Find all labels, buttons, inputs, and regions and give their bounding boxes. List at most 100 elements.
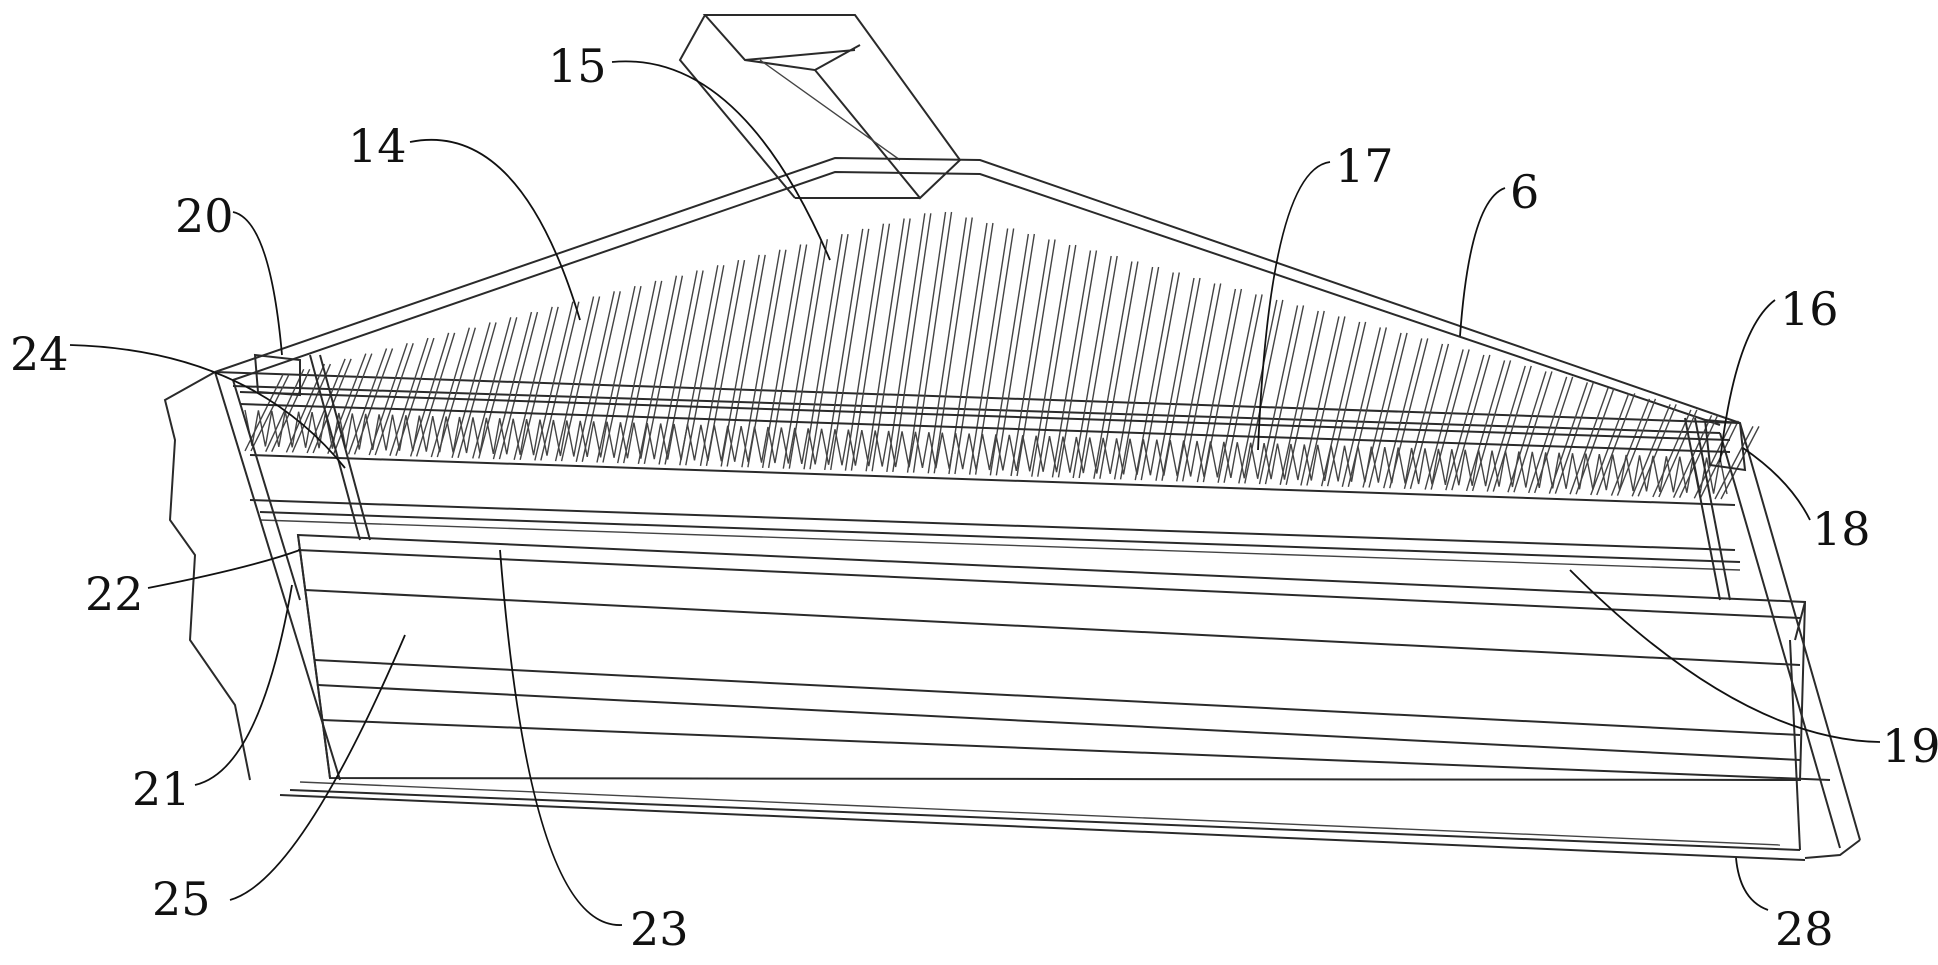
fin-edge xyxy=(1451,354,1491,491)
fin xyxy=(637,275,678,464)
fin-edge xyxy=(581,291,621,462)
fin xyxy=(927,217,967,474)
fin-edge xyxy=(1037,244,1077,477)
leader-14 xyxy=(409,138,581,321)
fin xyxy=(616,280,657,464)
label-17: 17 xyxy=(1335,139,1394,193)
leader-18 xyxy=(1742,447,1811,521)
fin-edge xyxy=(1658,409,1698,498)
top-duct xyxy=(678,14,962,200)
fin xyxy=(554,296,595,462)
label-24: 24 xyxy=(10,327,69,381)
fin xyxy=(492,311,533,460)
fin-edge xyxy=(850,223,891,471)
fin-edge xyxy=(415,332,456,457)
label-19: 19 xyxy=(1882,719,1938,773)
fin xyxy=(347,348,388,455)
fin xyxy=(803,233,843,470)
cross-bars xyxy=(239,391,1741,571)
fin-edge xyxy=(995,233,1036,476)
fin-edge xyxy=(271,368,311,452)
fin-edge xyxy=(519,306,559,460)
fin-edge xyxy=(1182,283,1222,482)
fin-edge xyxy=(726,254,766,467)
label-14: 14 xyxy=(348,119,407,173)
fin xyxy=(1403,343,1444,490)
fin xyxy=(1445,354,1485,491)
fin xyxy=(782,239,823,469)
label-22: 22 xyxy=(85,567,144,621)
fin-edge xyxy=(1554,382,1595,494)
leader-21 xyxy=(194,584,293,786)
fin xyxy=(1196,288,1237,483)
fin-edge xyxy=(1720,426,1760,500)
fin xyxy=(865,218,905,472)
label-21: 21 xyxy=(132,762,191,816)
sawtooth-strip xyxy=(244,409,1728,495)
fin xyxy=(513,306,553,460)
fin xyxy=(1465,360,1506,492)
label-16: 16 xyxy=(1780,282,1839,336)
fin-edge xyxy=(457,322,497,458)
fin-edge xyxy=(374,343,414,456)
fin-edge xyxy=(954,222,994,475)
fin-edge xyxy=(767,244,808,469)
leader-17 xyxy=(1257,161,1331,451)
fin-edge xyxy=(560,296,601,462)
label-25: 25 xyxy=(152,872,211,926)
fin xyxy=(844,223,885,471)
fin-edge xyxy=(1596,393,1636,496)
fin xyxy=(1176,283,1216,482)
fin-edge xyxy=(685,265,725,466)
fin xyxy=(1693,420,1733,499)
leader-24 xyxy=(69,344,346,469)
fin xyxy=(534,301,574,461)
fin xyxy=(1590,393,1630,496)
leader-23 xyxy=(499,549,623,926)
fin-edge xyxy=(312,358,352,454)
fin-edge xyxy=(1202,288,1243,483)
fin-edge xyxy=(1223,294,1263,483)
fin xyxy=(1093,261,1133,479)
fin-edge xyxy=(540,301,580,461)
fin xyxy=(1113,266,1154,480)
label-20: 20 xyxy=(175,189,234,243)
fin-edge xyxy=(1492,365,1532,492)
leader-15 xyxy=(611,60,831,261)
fin-edge xyxy=(1430,349,1470,490)
fin-edge xyxy=(1306,316,1346,486)
fin-edge xyxy=(1616,398,1657,496)
fin-edge xyxy=(498,311,539,460)
triangular-hood-frame xyxy=(214,156,1741,434)
fin xyxy=(1238,299,1278,484)
fin-edge xyxy=(602,285,642,463)
leader-19 xyxy=(1569,569,1881,743)
fin xyxy=(1424,349,1464,490)
fin xyxy=(1507,371,1547,493)
fin xyxy=(1652,409,1692,498)
fin xyxy=(1279,310,1319,485)
fin xyxy=(1362,332,1402,488)
fin-edge xyxy=(1678,415,1719,498)
fin-edge xyxy=(1347,327,1388,487)
fin-edge xyxy=(871,218,911,472)
fin-edge xyxy=(643,275,684,464)
fin xyxy=(472,317,512,459)
fin xyxy=(824,228,864,471)
fin-edge xyxy=(333,353,373,454)
fin-edge xyxy=(974,228,1015,475)
fin-edge xyxy=(809,233,849,470)
reference-numerals: 15 14 20 24 17 6 16 18 22 21 25 23 19 28 xyxy=(10,39,1938,956)
leader-6 xyxy=(1459,187,1506,337)
fin xyxy=(1320,321,1361,487)
fin-edge xyxy=(1078,255,1118,479)
fin-edge xyxy=(1140,272,1180,481)
fin-edge xyxy=(1119,266,1160,480)
label-18: 18 xyxy=(1812,502,1871,556)
label-6: 6 xyxy=(1510,165,1539,219)
fin xyxy=(906,211,947,473)
fin-edge xyxy=(1389,338,1429,489)
fin-edge xyxy=(622,280,663,464)
fin xyxy=(451,322,491,458)
